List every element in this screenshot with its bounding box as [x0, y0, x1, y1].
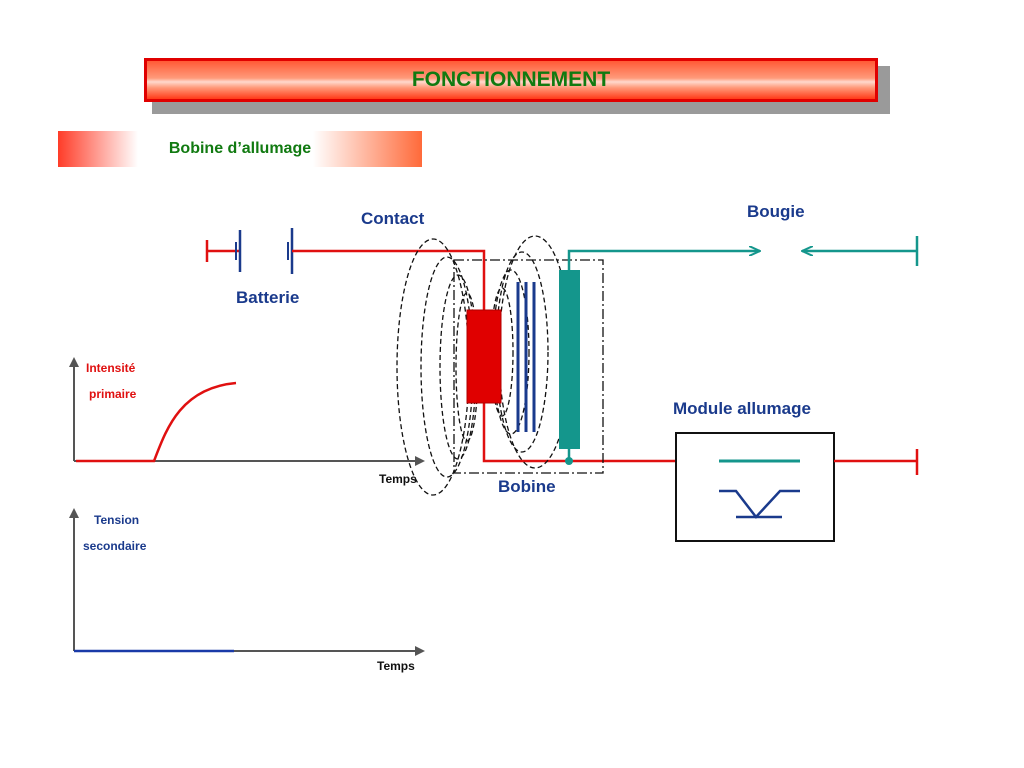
primary-current-curve [76, 381, 237, 463]
contact-label: Contact [361, 209, 425, 228]
bobine-label: Bobine [498, 477, 556, 496]
secondary-winding [516, 282, 536, 432]
primary-winding [466, 309, 502, 404]
ignition-module [675, 432, 835, 542]
title-banner: FONCTIONNEMENT [144, 58, 878, 102]
primary-xlabel: Temps [379, 472, 417, 486]
page-title: FONCTIONNEMENT [411, 68, 611, 91]
battery [205, 228, 294, 274]
spark-plug [802, 236, 919, 266]
secondary-junction [565, 457, 573, 465]
subtitle-banner: Bobine d’allumage [58, 131, 422, 167]
secondary-xlabel: Temps [377, 659, 415, 673]
secondary-ylabel-line1: Tension [94, 513, 139, 527]
coil-core-box [453, 259, 604, 474]
section-subtitle: Bobine d’allumage [168, 140, 312, 157]
primary-ylabel-line2: primaire [89, 387, 137, 401]
bougie-label: Bougie [747, 202, 805, 221]
secondary-output-bar [559, 270, 580, 449]
module-label: Module allumage [673, 399, 811, 418]
secondary-voltage-graph [69, 508, 425, 656]
secondary-wire [567, 251, 760, 461]
secondary-ylabel-line2: secondaire [83, 539, 147, 553]
batterie-label: Batterie [236, 288, 299, 307]
primary-ylabel-line1: Intensité [86, 361, 136, 375]
primary-current-graph [69, 357, 425, 466]
